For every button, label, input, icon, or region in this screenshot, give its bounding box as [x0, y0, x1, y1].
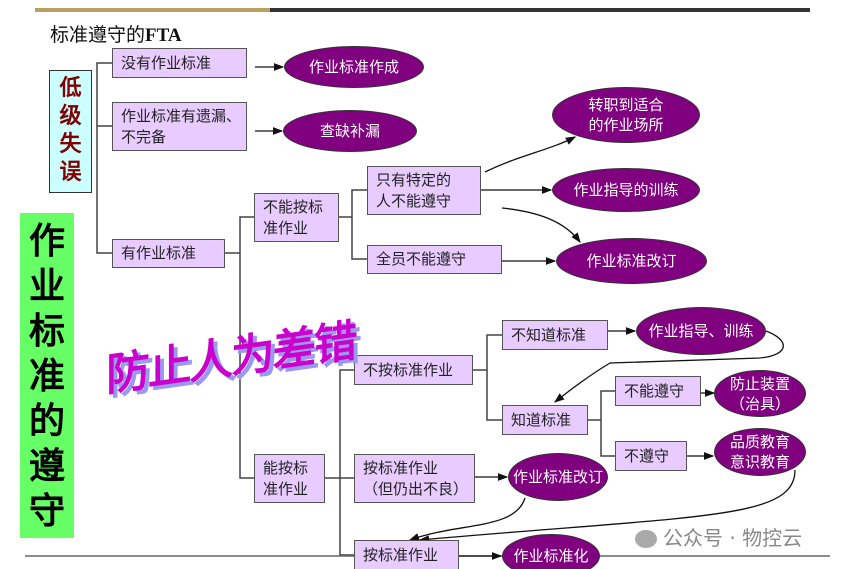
action-transfer: 转职到适合 的作业场所	[552, 87, 700, 143]
box-follow-but-defect: 按标准作业 （但仍出不良）	[354, 454, 475, 503]
box-no-standard: 没有作业标准	[112, 48, 247, 78]
box-not-following: 不按标准作业	[354, 355, 473, 385]
title-suffix: FTA	[145, 25, 182, 46]
action-guidance-training: 作业指导的训练	[552, 168, 700, 212]
wechat-icon	[635, 530, 657, 548]
box-has-standard: 有作业标准	[112, 239, 225, 268]
box-can-follow: 能按标 准作业	[254, 454, 325, 503]
action-standardize: 作业标准化	[502, 534, 600, 569]
header-bar-dark	[270, 8, 810, 12]
action-revise-top: 作业标准改订	[556, 238, 707, 284]
box-specific-people: 只有特定的 人不能遵守	[367, 166, 481, 215]
box-known-standard: 知道标准	[502, 405, 588, 435]
header-bar-gold	[35, 8, 270, 12]
slide-title: 标准遵守的FTA	[50, 20, 182, 47]
action-prevention-device: 防止装置 （治具）	[714, 370, 806, 417]
box-not-comply: 不遵守	[615, 441, 687, 471]
box-follow-standard: 按标准作业	[354, 540, 459, 569]
action-create-standard: 作业标准作成	[284, 46, 424, 88]
box-cannot-follow: 不能按标 准作业	[254, 193, 339, 242]
action-revise-mid: 作业标准改订	[508, 453, 608, 501]
box-unable-comply: 不能遵守	[615, 376, 701, 406]
wechat-watermark: 公众号 · 物控云	[635, 522, 802, 551]
watermark-text: 公众号 · 物控云	[663, 526, 803, 550]
action-quality-education: 品质教育 意识教育	[714, 428, 806, 476]
box-incomplete: 作业标准有遗漏、 不完备	[112, 102, 247, 151]
action-guidance-training-2: 作业指导、训练	[636, 307, 766, 355]
low-error-label: 低级失误	[49, 70, 92, 193]
title-text: 标准遵守的	[50, 24, 146, 46]
box-everyone-cannot: 全员不能遵守	[367, 245, 502, 274]
action-fill-gaps: 查缺补漏	[283, 110, 417, 152]
main-topic-label: 作业标准的遵守	[20, 213, 74, 538]
box-unknown-standard: 不知道标准	[502, 320, 608, 350]
